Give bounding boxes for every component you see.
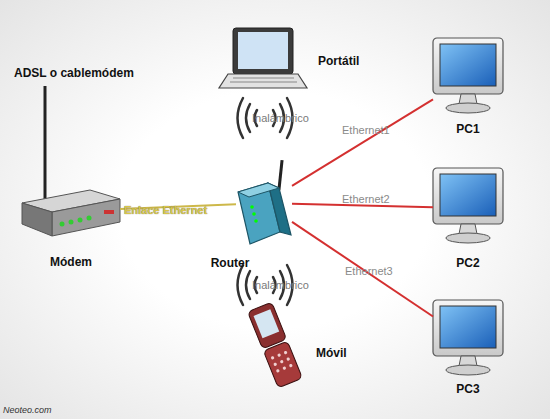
network-cable <box>292 222 433 317</box>
laptop-icon <box>219 28 307 88</box>
pc-icon <box>433 168 503 243</box>
device-label: PC2 <box>433 256 503 270</box>
device-label: Móvil <box>316 346 347 360</box>
network-cable <box>292 99 433 185</box>
wireless-label: Inalámbrico <box>252 279 309 291</box>
link-label: Ethernet3 <box>345 265 393 277</box>
device-label: PC1 <box>433 122 503 136</box>
pc-node: PC3 <box>433 300 503 380</box>
device-label: PC3 <box>433 382 503 396</box>
watermark: Neoteo.com <box>3 405 52 415</box>
pc-icon <box>433 300 503 375</box>
pc-node: PC2 <box>433 168 503 248</box>
wireless-waves <box>238 98 293 305</box>
router-node: Router <box>236 160 292 246</box>
laptop-node: Portátil <box>220 26 306 89</box>
phone-node: Móvil <box>250 302 300 388</box>
device-label: Módem <box>22 255 120 269</box>
phone-icon <box>248 302 303 388</box>
source-label: ADSL o cablemódem <box>14 66 134 80</box>
modem-icon <box>22 190 120 236</box>
link-label: Ethernet1 <box>342 124 390 136</box>
pc-icon <box>433 38 503 113</box>
wireless-label: Inalámbrico <box>252 112 309 124</box>
device-label: Router <box>200 256 260 270</box>
link-label: Enlace Ethernet <box>124 204 207 216</box>
link-label: Ethernet2 <box>342 193 390 205</box>
pc-node: PC1 <box>433 38 503 118</box>
modem-node: Módem <box>22 185 120 237</box>
device-label: Portátil <box>318 54 359 68</box>
router-icon <box>238 160 291 244</box>
leader-line <box>44 86 47 200</box>
